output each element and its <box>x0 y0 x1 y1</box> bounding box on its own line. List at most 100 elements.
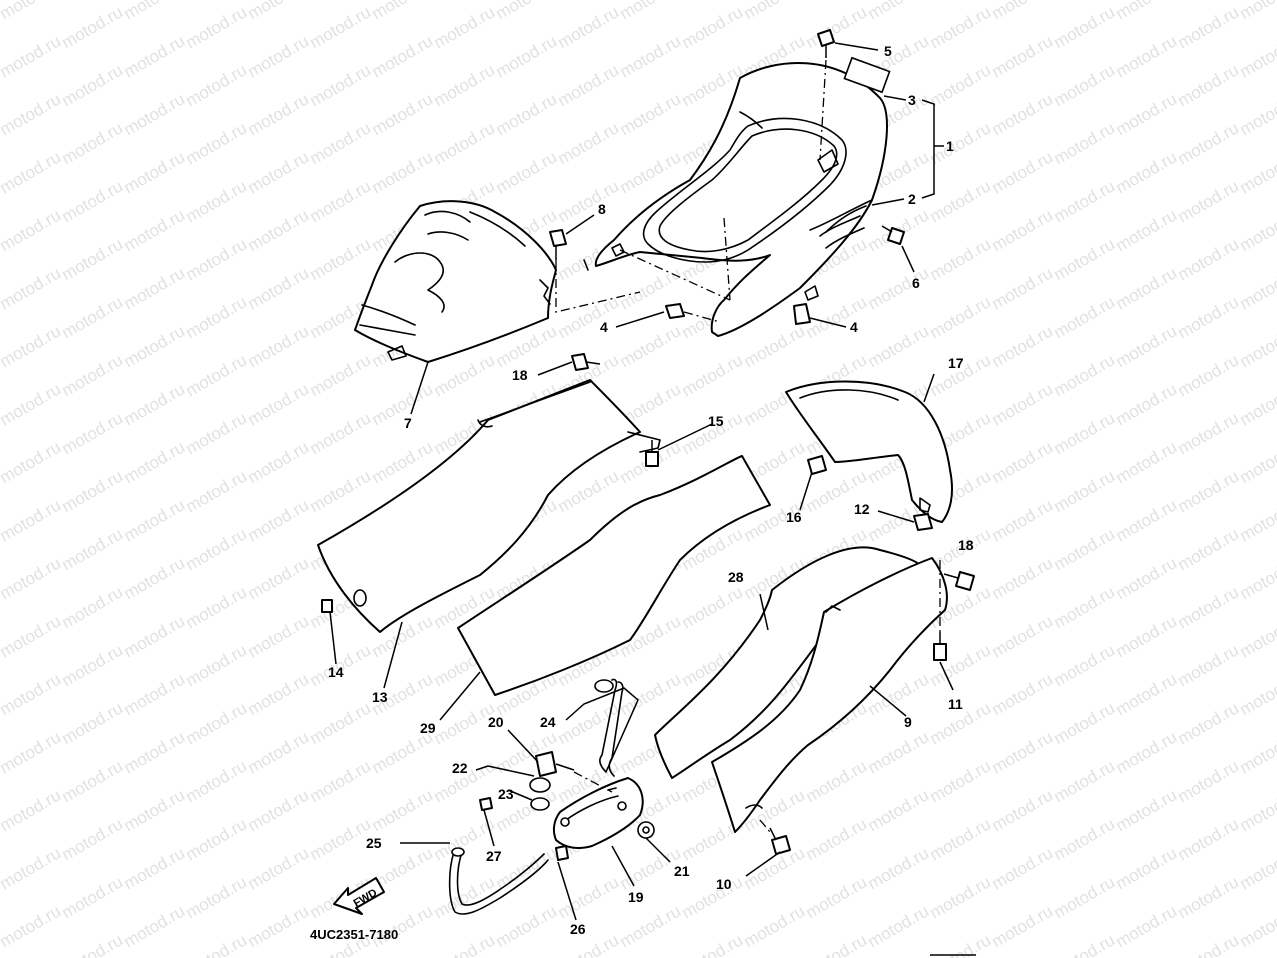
watermark-text: motod.ru <box>803 756 871 806</box>
watermark-text: motod.ru <box>1051 756 1119 806</box>
watermark-text: motod.ru <box>989 785 1057 835</box>
watermark-text: motod.ru <box>0 147 64 197</box>
watermark-text: motod.ru <box>617 321 685 371</box>
watermark-text: motod.ru <box>617 669 685 719</box>
watermark-text: motod.ru <box>0 901 64 951</box>
watermark-text: motod.ru <box>431 2 499 52</box>
watermark-text: motod.ru <box>1237 263 1277 313</box>
watermark-text: motod.ru <box>555 60 623 110</box>
watermark-text: motod.ru <box>59 292 127 342</box>
watermark-text: motod.ru <box>1237 727 1277 777</box>
watermark-text: motod.ru <box>803 930 871 958</box>
watermark-text: motod.ru <box>0 495 64 545</box>
watermark-text: motod.ru <box>1051 292 1119 342</box>
watermark-text: motod.ru <box>1113 495 1181 545</box>
watermark-text: motod.ru <box>865 727 933 777</box>
watermark-text: motod.ru <box>927 176 995 226</box>
watermark-text: motod.ru <box>1175 582 1243 632</box>
watermark-text: motod.ru <box>927 872 995 922</box>
watermark-text: motod.ru <box>1051 872 1119 922</box>
watermark-text: motod.ru <box>59 408 127 458</box>
watermark-text: motod.ru <box>1051 234 1119 284</box>
side-cover-right <box>711 557 948 833</box>
rear-cover <box>354 200 557 363</box>
watermark-text: motod.ru <box>1051 582 1119 632</box>
watermark-text: motod.ru <box>803 872 871 922</box>
watermark-text: motod.ru <box>1237 785 1277 835</box>
watermark-text: motod.ru <box>989 727 1057 777</box>
watermark-text: motod.ru <box>59 234 127 284</box>
watermark-text: motod.ru <box>989 263 1057 313</box>
callout-19: 19 <box>628 889 644 905</box>
watermark-text: motod.ru <box>245 901 313 951</box>
watermark-text: motod.ru <box>59 698 127 748</box>
watermark-text: motod.ru <box>307 350 375 400</box>
watermark-text: motod.ru <box>493 89 561 139</box>
callout-2: 2 <box>908 191 916 207</box>
watermark-text: motod.ru <box>121 89 189 139</box>
watermark-text: motod.ru <box>1175 60 1243 110</box>
watermark-text: motod.ru <box>121 669 189 719</box>
watermark-text: motod.ru <box>121 785 189 835</box>
watermark-text: motod.ru <box>245 31 313 81</box>
leader-lines <box>329 42 976 956</box>
watermark-text: motod.ru <box>0 321 64 371</box>
watermark-text: motod.ru <box>617 31 685 81</box>
watermark-text: motod.ru <box>245 843 313 893</box>
watermark-text: motod.ru <box>1237 611 1277 661</box>
watermark-text: motod.ru <box>59 350 127 400</box>
watermark-text: motod.ru <box>989 553 1057 603</box>
watermark-text: motod.ru <box>121 31 189 81</box>
watermark-text: motod.ru <box>1051 640 1119 690</box>
watermark-text: motod.ru <box>121 147 189 197</box>
watermark-text: motod.ru <box>989 0 1057 23</box>
callout-24: 24 <box>540 714 556 730</box>
watermark-text: motod.ru <box>1113 31 1181 81</box>
callout-3: 3 <box>908 92 916 108</box>
watermark-text: motod.ru <box>617 901 685 951</box>
watermark-text: motod.ru <box>493 0 561 23</box>
watermark-text: motod.ru <box>865 321 933 371</box>
watermark-text: motod.ru <box>989 379 1057 429</box>
watermark-text: motod.ru <box>989 205 1057 255</box>
watermark-text: motod.ru <box>245 205 313 255</box>
watermark-text: motod.ru <box>1237 31 1277 81</box>
watermark-text: motod.ru <box>183 118 251 168</box>
callout-18-right: 18 <box>958 537 974 553</box>
watermark-text: motod.ru <box>121 727 189 777</box>
watermark-text: motod.ru <box>307 756 375 806</box>
watermark-text: motod.ru <box>183 872 251 922</box>
watermark-text: motod.ru <box>555 2 623 52</box>
watermark-text: motod.ru <box>245 553 313 603</box>
watermark-text: motod.ru <box>1175 2 1243 52</box>
watermark-text: motod.ru <box>1113 785 1181 835</box>
watermark-text: motod.ru <box>1175 640 1243 690</box>
callouts: 5 3 1 2 6 8 4 4 7 18 15 17 16 12 18 28 1… <box>328 43 974 937</box>
watermark-text: motod.ru <box>989 901 1057 951</box>
watermark-text: motod.ru <box>865 901 933 951</box>
watermark-text: motod.ru <box>1113 437 1181 487</box>
watermark-text: motod.ru <box>1237 0 1277 23</box>
watermark-text: motod.ru <box>555 292 623 342</box>
watermark-text: motod.ru <box>493 901 561 951</box>
watermark-text: motod.ru <box>369 89 437 139</box>
watermark-text: motod.ru <box>989 843 1057 893</box>
watermark-text: motod.ru <box>989 495 1057 545</box>
watermark-text: motod.ru <box>1175 466 1243 516</box>
callout-15: 15 <box>708 413 724 429</box>
watermark-text: motod.ru <box>59 524 127 574</box>
watermark-text: motod.ru <box>183 524 251 574</box>
watermark-text: motod.ru <box>1051 408 1119 458</box>
callout-17: 17 <box>948 355 964 371</box>
watermark-text: motod.ru <box>741 0 809 23</box>
watermark-text: motod.ru <box>989 437 1057 487</box>
watermark-text: motod.ru <box>307 234 375 284</box>
watermark-text: motod.ru <box>59 2 127 52</box>
watermark-text: motod.ru <box>431 930 499 958</box>
watermark-text: motod.ru <box>989 31 1057 81</box>
watermark-text: motod.ru <box>1113 727 1181 777</box>
watermark-text: motod.ru <box>1237 553 1277 603</box>
watermark-text: motod.ru <box>121 321 189 371</box>
watermark-text: motod.ru <box>0 0 64 23</box>
watermark-text: motod.ru <box>245 669 313 719</box>
